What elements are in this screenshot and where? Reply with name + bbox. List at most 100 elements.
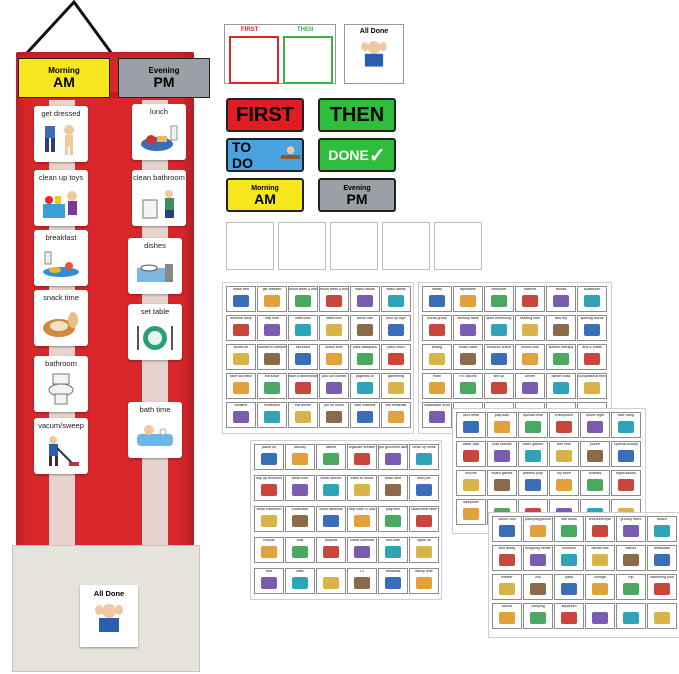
picture-card[interactable]: put on lotion bbox=[319, 402, 349, 428]
picture-card[interactable]: sensory table bbox=[453, 315, 483, 341]
picture-card[interactable]: TV bbox=[347, 568, 377, 594]
picture-card[interactable]: get dressed bbox=[257, 286, 287, 312]
picture-card[interactable]: dishes bbox=[316, 444, 346, 470]
picture-card[interactable]: puzzle bbox=[580, 441, 610, 467]
picture-card[interactable]: cook/bake bbox=[285, 506, 315, 532]
picture-card[interactable]: kid's meal bbox=[456, 412, 486, 438]
picture-card[interactable]: bathroom bbox=[288, 315, 318, 341]
picture-card[interactable]: play outside bbox=[487, 441, 517, 467]
picture-card[interactable]: shoes on bbox=[226, 344, 256, 370]
picture-card[interactable]: projects bbox=[316, 537, 346, 563]
picture-card[interactable] bbox=[647, 603, 677, 629]
picture-card[interactable]: pick up toys bbox=[381, 315, 411, 341]
picture-card[interactable]: gardening bbox=[381, 373, 411, 399]
picture-card[interactable]: fast foods bbox=[554, 516, 584, 542]
picture-card[interactable]: writing bbox=[422, 344, 452, 370]
picture-card[interactable]: family time bbox=[409, 568, 439, 594]
picture-card[interactable]: math bbox=[422, 373, 452, 399]
picture-card[interactable]: dental visit bbox=[585, 545, 615, 571]
picture-card[interactable]: pack lunch bbox=[381, 344, 411, 370]
card-vacum-sweep[interactable]: vacum/sweep bbox=[34, 418, 88, 474]
picture-card[interactable]: doctor visit bbox=[492, 516, 522, 542]
strip-first[interactable]: FIRST bbox=[226, 98, 304, 132]
picture-card[interactable]: clothes in hamper bbox=[257, 344, 287, 370]
blank-card[interactable] bbox=[382, 222, 430, 270]
picture-card[interactable]: video games bbox=[518, 441, 548, 467]
picture-card[interactable]: eat breakfast bbox=[381, 402, 411, 428]
picture-card[interactable]: zoo bbox=[523, 574, 553, 600]
card-get-dressed[interactable]: get dressed bbox=[34, 106, 88, 162]
picture-card[interactable]: museum bbox=[554, 545, 584, 571]
card-snack-time[interactable]: snack time bbox=[34, 290, 88, 346]
strip-morning-am[interactable]: Morning AM bbox=[226, 178, 304, 212]
picture-card[interactable]: beach bbox=[647, 516, 677, 542]
picture-card[interactable]: pack backpack bbox=[350, 344, 380, 370]
picture-card[interactable]: self-care bbox=[378, 537, 408, 563]
picture-card[interactable]: legos/blocks bbox=[611, 470, 641, 496]
picture-card[interactable]: feed pet bbox=[409, 475, 439, 501]
picture-card[interactable]: dinner bbox=[515, 373, 545, 399]
picture-card[interactable]: dance class bbox=[546, 373, 576, 399]
picture-card[interactable]: lights off bbox=[409, 537, 439, 563]
picture-card[interactable]: bathroom bbox=[319, 315, 349, 341]
picture-card[interactable]: computer bbox=[484, 286, 514, 312]
evening-pm-header[interactable]: Evening PM bbox=[118, 58, 210, 98]
all-done-card-small[interactable]: All Done bbox=[344, 24, 404, 84]
picture-card[interactable]: brush hair bbox=[350, 315, 380, 341]
picture-card[interactable]: park/playground bbox=[523, 516, 553, 542]
picture-card[interactable]: social group bbox=[422, 315, 452, 341]
picture-card[interactable]: clean kitchen bbox=[316, 475, 346, 501]
picture-card[interactable]: tidy up bedroom bbox=[254, 475, 284, 501]
picture-card[interactable]: board games bbox=[487, 470, 517, 496]
picture-card[interactable]: free time bbox=[549, 441, 579, 467]
picture-card[interactable]: homework bbox=[257, 402, 287, 428]
picture-card[interactable]: laundry bbox=[285, 444, 315, 470]
picture-card[interactable]: trip bbox=[616, 574, 646, 600]
picture-card[interactable]: visit family bbox=[492, 545, 522, 571]
picture-card[interactable]: reading time bbox=[515, 315, 545, 341]
picture-card[interactable]: library bbox=[422, 286, 452, 312]
picture-card[interactable]: eat dinner bbox=[288, 402, 318, 428]
picture-card[interactable]: bike riding bbox=[611, 412, 641, 438]
picture-card[interactable]: sleepover bbox=[456, 499, 486, 525]
picture-card[interactable]: make bed bbox=[226, 286, 256, 312]
picture-card[interactable]: swimming pool bbox=[647, 574, 677, 600]
picture-card[interactable]: put groceries away bbox=[378, 444, 408, 470]
card-clean-up-toys[interactable]: clean up toys bbox=[34, 170, 88, 226]
picture-card[interactable]: clean windows bbox=[316, 506, 346, 532]
picture-card[interactable]: recycle bbox=[254, 537, 284, 563]
picture-card[interactable]: church/temple bbox=[585, 516, 615, 542]
picture-card[interactable]: help Mom & Dad bbox=[347, 506, 377, 532]
picture-card[interactable]: science bbox=[515, 286, 545, 312]
picture-card[interactable]: clean bathroom bbox=[254, 506, 284, 532]
picture-card[interactable]: play time bbox=[378, 506, 408, 532]
picture-card[interactable]: behavior check bbox=[484, 344, 514, 370]
card-set-table[interactable]: set table bbox=[128, 304, 182, 360]
picture-card[interactable]: spelling words bbox=[577, 315, 607, 341]
picture-card[interactable]: auditorium bbox=[577, 286, 607, 312]
picture-card[interactable]: snack time bbox=[319, 344, 349, 370]
picture-card[interactable]: class/table work bbox=[422, 402, 452, 428]
picture-card[interactable]: vote bbox=[254, 568, 284, 594]
first-slot[interactable] bbox=[229, 36, 279, 84]
picture-card[interactable]: wash hands bbox=[350, 286, 380, 312]
picture-card[interactable]: arts & crafts bbox=[577, 344, 607, 370]
picture-card[interactable]: pick out clothes bbox=[319, 373, 349, 399]
picture-card[interactable]: movie night bbox=[580, 412, 610, 438]
blank-card[interactable] bbox=[434, 222, 482, 270]
card-bath-time[interactable]: bath time bbox=[128, 402, 182, 458]
picture-card[interactable]: music class bbox=[453, 344, 483, 370]
card-all-done[interactable]: All Done bbox=[80, 585, 138, 647]
picture-card[interactable]: outings bbox=[585, 574, 615, 600]
picture-card[interactable] bbox=[316, 568, 346, 594]
strip-to-do[interactable]: TO DO bbox=[226, 138, 304, 172]
picture-card[interactable]: listen to music bbox=[347, 475, 377, 501]
picture-card[interactable]: check calendar bbox=[347, 537, 377, 563]
picture-card[interactable]: iPad/phone bbox=[549, 412, 579, 438]
picture-card[interactable]: pretend play bbox=[518, 470, 548, 496]
picture-card[interactable]: brush teeth & floss bbox=[319, 286, 349, 312]
picture-card[interactable]: Special Activity bbox=[611, 441, 641, 467]
picture-card[interactable]: bubbles bbox=[580, 470, 610, 496]
picture-card[interactable]: wash hands bbox=[381, 286, 411, 312]
card-dishes[interactable]: dishes bbox=[128, 238, 182, 294]
